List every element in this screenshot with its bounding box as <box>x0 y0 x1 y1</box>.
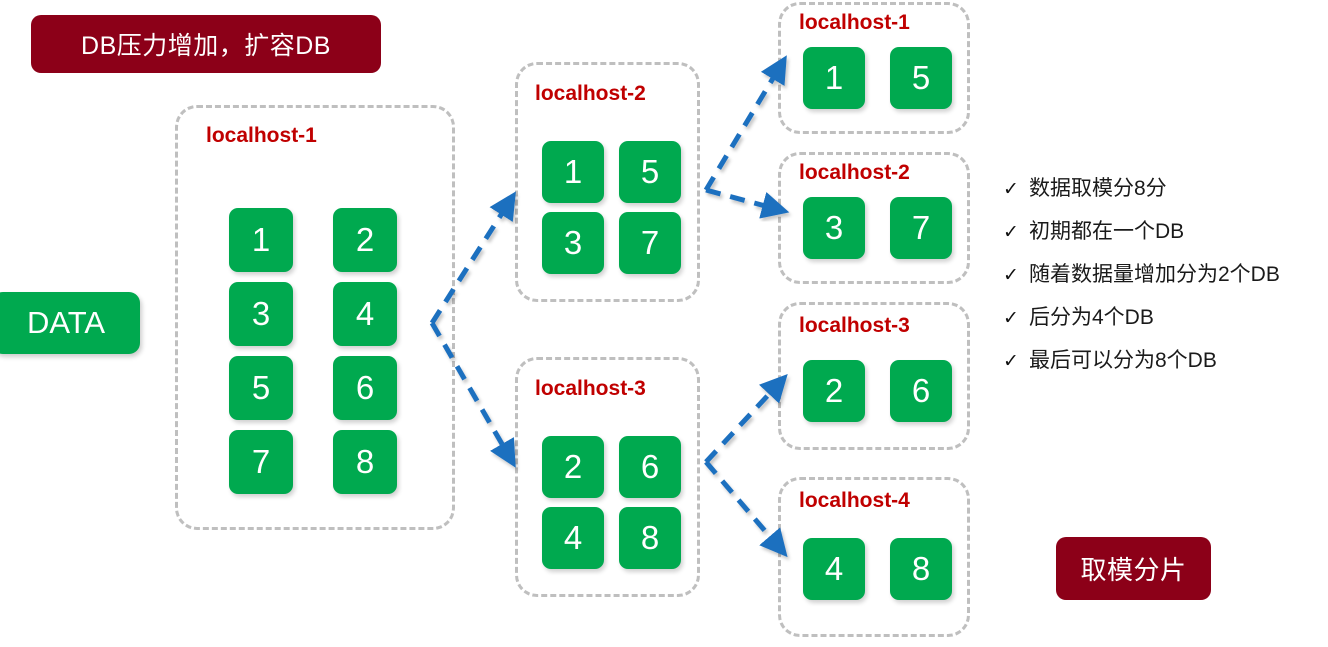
shard-tile: 8 <box>619 507 681 569</box>
check-icon: ✓ <box>1003 351 1019 372</box>
shard-tile: 4 <box>803 538 865 600</box>
shard-tile: 7 <box>890 197 952 259</box>
shard-tile: 1 <box>542 141 604 203</box>
data-source-box: DATA <box>0 292 140 354</box>
checklist-item: ✓ 最后可以分为8个DB <box>1003 344 1323 374</box>
shard-tile: 4 <box>542 507 604 569</box>
host-label: localhost-3 <box>535 377 646 400</box>
shard-tile: 3 <box>229 282 293 346</box>
host-container-stage3-localhost-1: localhost-1 1 5 <box>778 2 970 134</box>
check-icon: ✓ <box>1003 265 1019 286</box>
shard-tile: 5 <box>619 141 681 203</box>
host-container-stage1-localhost-1: localhost-1 1 2 3 4 5 6 7 8 <box>175 105 455 530</box>
tag-badge: 取模分片 <box>1056 537 1211 600</box>
shard-tile: 4 <box>333 282 397 346</box>
shard-tile: 8 <box>333 430 397 494</box>
host-label: localhost-2 <box>535 82 646 105</box>
host-container-stage2-localhost-2: localhost-2 1 5 3 7 <box>515 62 700 302</box>
checklist-item-label: 最后可以分为8个DB <box>1029 349 1217 372</box>
checklist-item: ✓ 初期都在一个DB <box>1003 215 1323 245</box>
arrow-stage2b-to-stage3d <box>704 460 788 558</box>
check-icon: ✓ <box>1003 179 1019 200</box>
check-icon: ✓ <box>1003 222 1019 243</box>
checklist-item-label: 随着数据量增加分为2个DB <box>1029 263 1280 286</box>
shard-tile: 3 <box>803 197 865 259</box>
host-label: localhost-4 <box>799 489 910 512</box>
shard-tile: 2 <box>803 360 865 422</box>
shard-tile: 3 <box>542 212 604 274</box>
checklist-item: ✓ 数据取模分8分 <box>1003 172 1323 202</box>
checklist-item-label: 数据取模分8分 <box>1029 177 1167 200</box>
host-label: localhost-3 <box>799 314 910 337</box>
host-container-stage3-localhost-2: localhost-2 3 7 <box>778 152 970 284</box>
shard-tile: 1 <box>803 47 865 109</box>
checklist-item: ✓ 后分为4个DB <box>1003 301 1323 331</box>
host-container-stage3-localhost-4: localhost-4 4 8 <box>778 477 970 637</box>
host-container-stage2-localhost-3: localhost-3 2 6 4 8 <box>515 357 700 597</box>
checklist-item: ✓ 随着数据量增加分为2个DB <box>1003 258 1323 288</box>
checklist-item-label: 后分为4个DB <box>1029 306 1154 329</box>
checklist-item-label: 初期都在一个DB <box>1029 220 1185 243</box>
shard-tile: 1 <box>229 208 293 272</box>
shard-tile: 6 <box>333 356 397 420</box>
arrow-stage2a-to-stage3b <box>705 187 790 219</box>
host-label: localhost-1 <box>799 11 910 34</box>
shard-tile: 5 <box>229 356 293 420</box>
host-container-stage3-localhost-3: localhost-3 2 6 <box>778 302 970 450</box>
title-badge: DB压力增加，扩容DB <box>31 15 381 73</box>
shard-tile: 2 <box>333 208 397 272</box>
shard-tile: 6 <box>890 360 952 422</box>
shard-tile: 7 <box>619 212 681 274</box>
shard-tile: 8 <box>890 538 952 600</box>
host-label: localhost-1 <box>206 124 317 147</box>
arrow-stage2b-to-stage3c <box>704 373 788 464</box>
host-label: localhost-2 <box>799 161 910 184</box>
check-icon: ✓ <box>1003 308 1019 329</box>
shard-tile: 6 <box>619 436 681 498</box>
notes-checklist: ✓ 数据取模分8分 ✓ 初期都在一个DB ✓ 随着数据量增加分为2个DB ✓ 后… <box>1003 172 1323 387</box>
shard-tile: 2 <box>542 436 604 498</box>
shard-tile: 7 <box>229 430 293 494</box>
shard-tile: 5 <box>890 47 952 109</box>
arrow-stage2a-to-stage3a <box>703 55 787 192</box>
